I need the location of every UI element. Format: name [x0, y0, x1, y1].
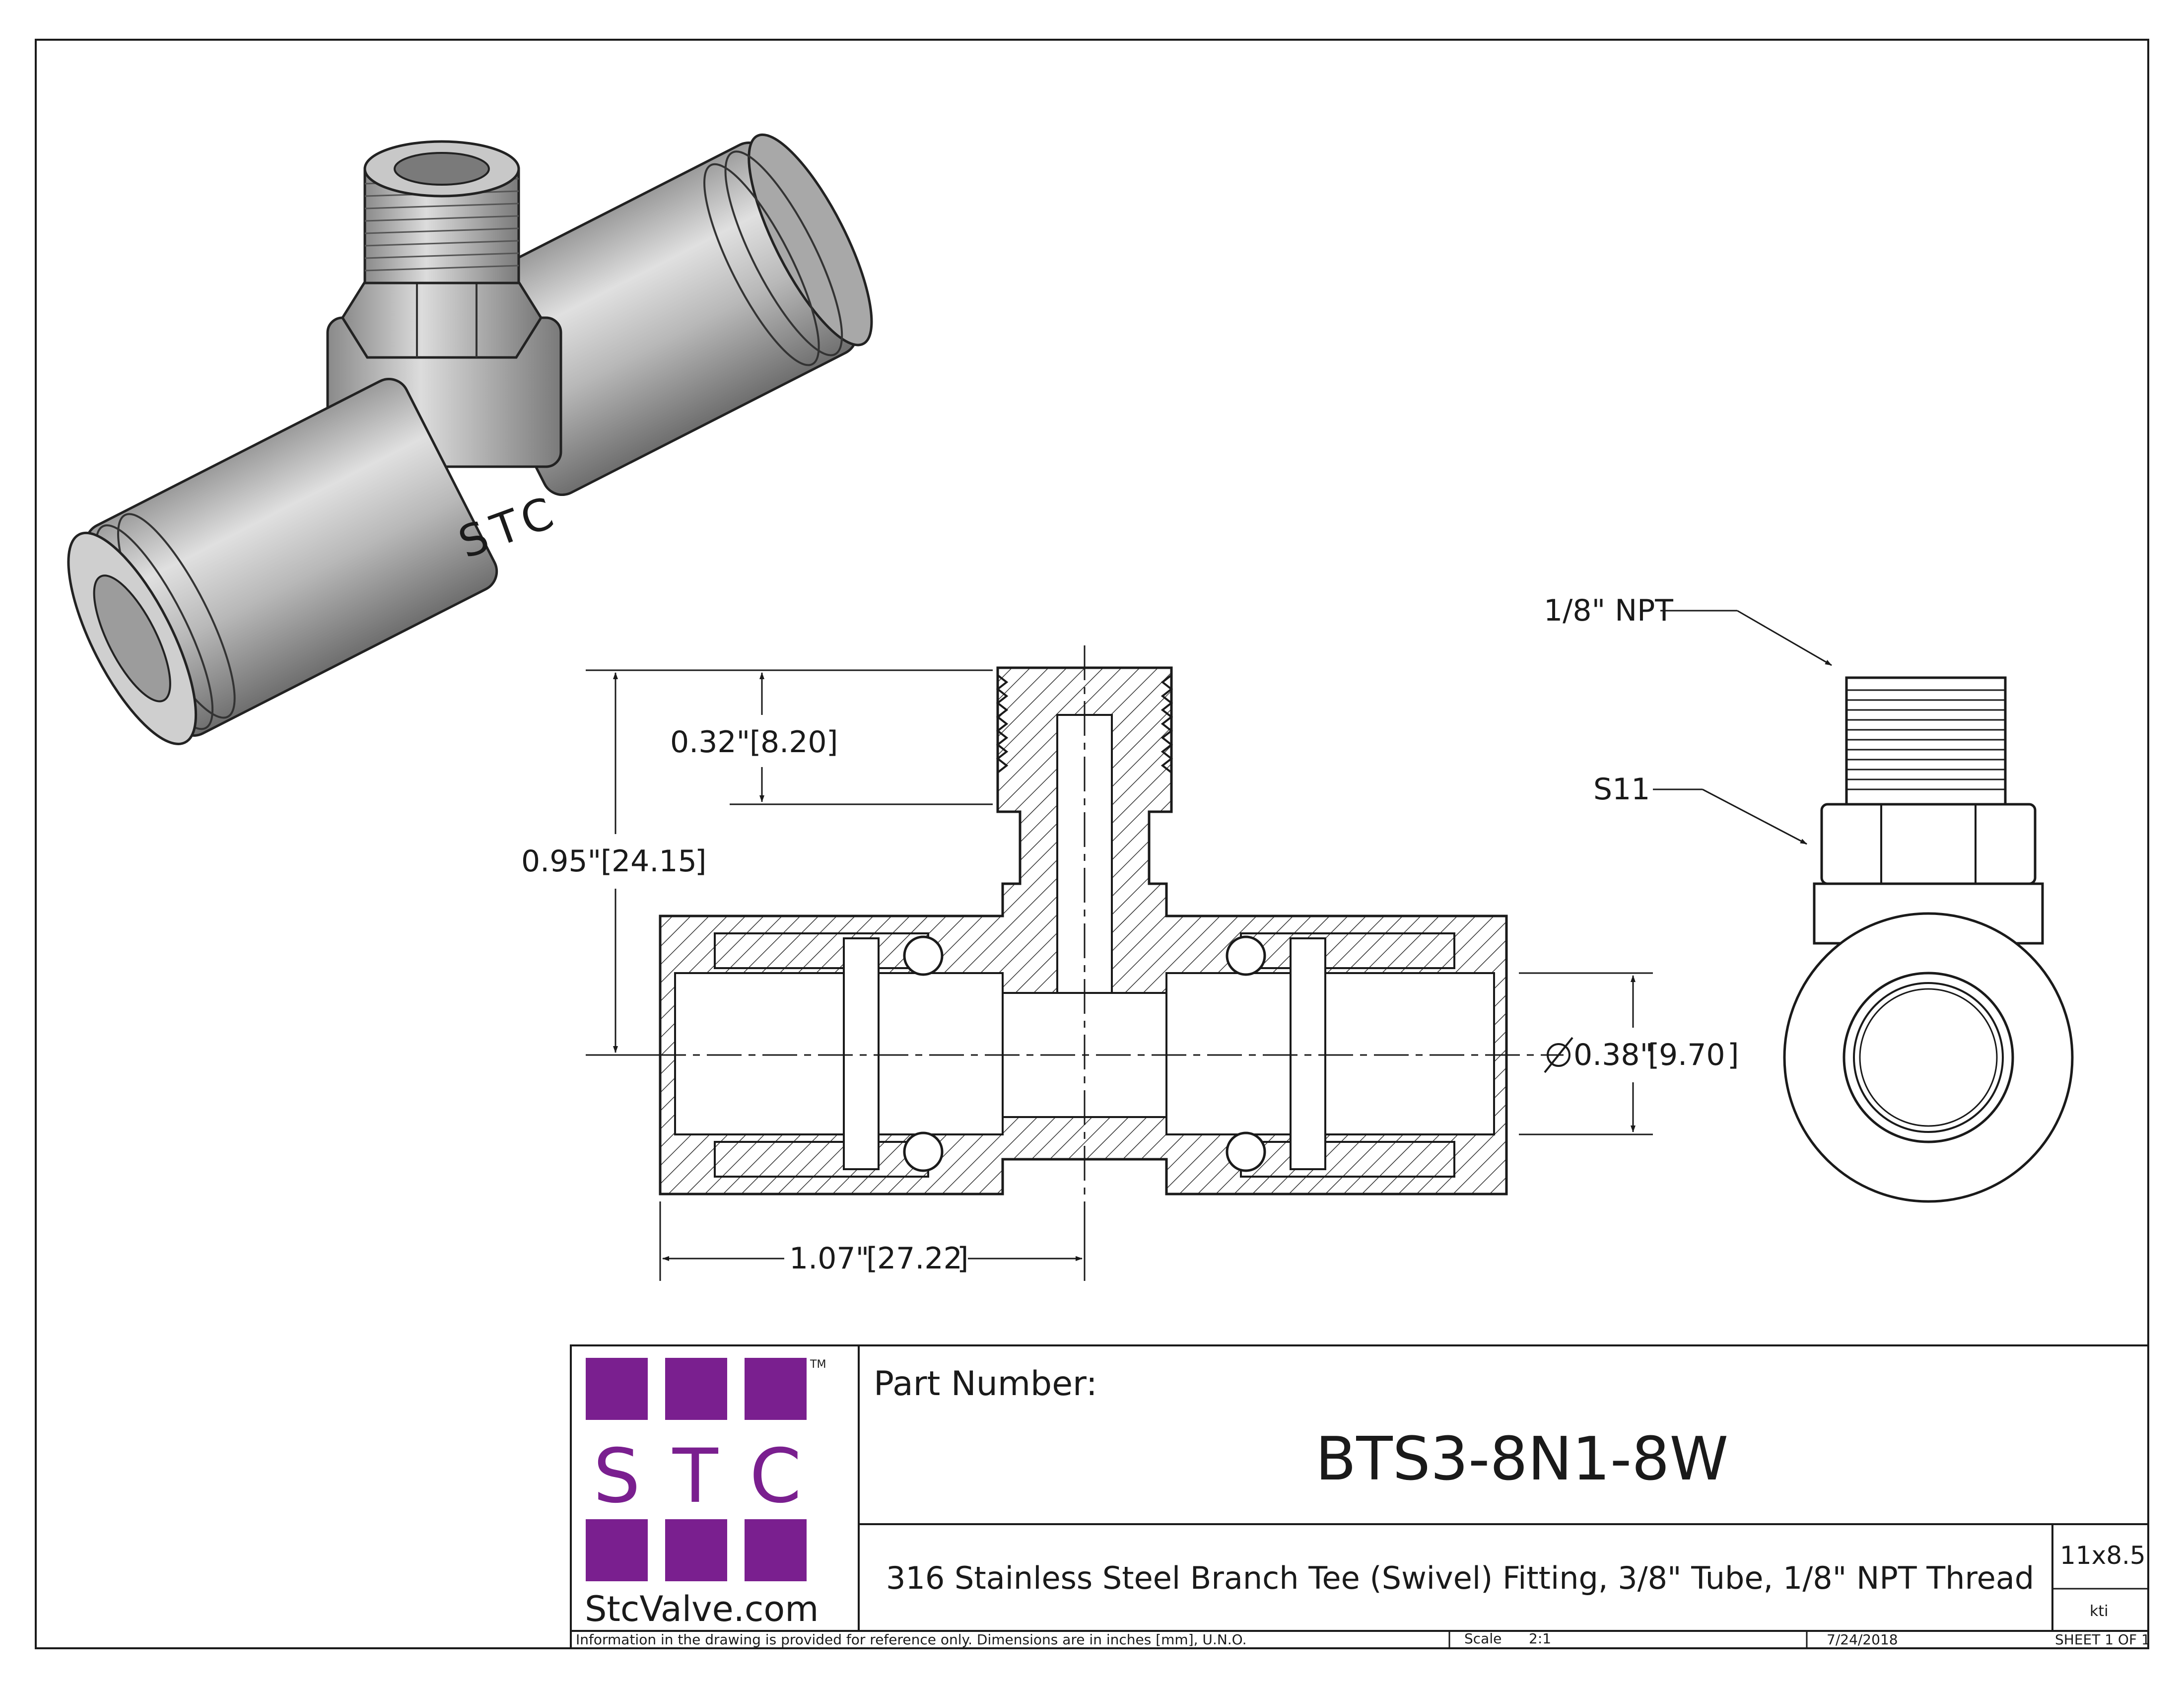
dim-half-length-mm: 27.22 [877, 1241, 962, 1276]
dim-height-bracket-open: [ [601, 844, 612, 879]
logo-letter-t: T [672, 1433, 719, 1520]
dim-thread-depth-bracket-close: ] [826, 725, 838, 760]
dim-half-length-bracket-open: [ [866, 1241, 878, 1276]
diameter-symbol-icon [1547, 1043, 1570, 1067]
part-number-label: Part Number: [874, 1364, 1097, 1404]
side-view [1783, 676, 2074, 1203]
drawn-by: kti [2090, 1603, 2108, 1620]
logo-letter-s: S [593, 1433, 640, 1520]
dim-height-in: 0.95" [521, 844, 601, 879]
dimension-height: 0.95" [ 24.15 ] [521, 669, 730, 1056]
callout-hex-label: S11 [1593, 772, 1650, 807]
isometric-view: STC [67, 133, 873, 745]
dim-bore-bracket-close: ] [1727, 1038, 1739, 1072]
callout-thread: 1/8" NPT [1544, 593, 1832, 666]
dim-height-bracket-close: ] [695, 844, 706, 879]
dim-height-mm: 24.15 [612, 844, 697, 879]
scale-value: 2:1 [1529, 1630, 1551, 1647]
scale-label: Scale [1464, 1630, 1502, 1647]
dim-half-length-bracket-close: ] [957, 1241, 968, 1276]
logo-trademark: TM [810, 1358, 826, 1371]
dimension-bore-diameter: 0.38" [ 9.70 ] [1519, 972, 1739, 1135]
part-description: 316 Stainless Steel Branch Tee (Swivel) … [886, 1560, 2034, 1596]
dim-half-length-in: 1.07" [789, 1241, 869, 1276]
dim-thread-depth-mm: 8.20 [760, 725, 827, 760]
iso-body-marking: STC [452, 485, 566, 568]
disclaimer-text: Information in the drawing is provided f… [576, 1631, 1246, 1648]
dim-thread-depth-in: 0.32" [670, 725, 750, 760]
dim-bore-bracket-open: [ [1648, 1038, 1659, 1072]
section-view [596, 645, 1564, 1276]
callout-thread-label: 1/8" NPT [1544, 593, 1673, 628]
title-block: S T C TM StcValve.com Part Number: BTS3-… [570, 1344, 2150, 1649]
dimension-half-length: 1.07" [ 27.22 ] [659, 1201, 1086, 1281]
sheet-number: SHEET 1 OF 1 [2055, 1631, 2150, 1648]
dimension-thread-depth: 0.32" [ 8.20 ] [670, 669, 993, 805]
sheet-size: 11x8.5 [2060, 1541, 2146, 1570]
callout-hex: S11 [1593, 772, 1807, 845]
logo-letter-c: C [750, 1433, 802, 1520]
part-number-value: BTS3-8N1-8W [1315, 1425, 1728, 1494]
drawing-date: 7/24/2018 [1827, 1631, 1898, 1648]
dim-thread-depth-bracket-open: [ [750, 725, 761, 760]
dim-bore-in: 0.38" [1573, 1038, 1653, 1072]
stc-logo: S T C TM [586, 1358, 826, 1581]
website-link[interactable]: StcValve.com [585, 1589, 819, 1629]
dim-bore-mm: 9.70 [1659, 1038, 1725, 1072]
